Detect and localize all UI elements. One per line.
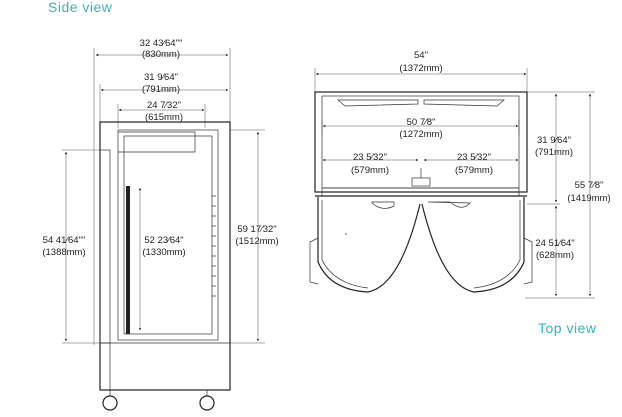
shelf-brackets: [212, 195, 216, 297]
side-view: 32 43⁄64"" (830mm) 31 9⁄64" (791mm) 24 7…: [42, 38, 279, 411]
side-inner-height-mm: (1330mm): [142, 247, 185, 258]
side-body-depth-in: 31 9⁄64": [144, 72, 178, 83]
top-inner-width-in: 50 7⁄8": [407, 117, 436, 128]
side-overall-depth-mm: (830mm): [142, 49, 180, 60]
top-view-title: Top view: [538, 320, 597, 336]
side-door-height-in: 54 41⁄64"": [43, 235, 86, 246]
top-overall-depth-in: 55 7⁄8": [575, 180, 604, 191]
side-inner-depth-mm: (615mm): [145, 112, 183, 123]
top-door-swing-mm: (628mm): [536, 250, 574, 261]
side-overall-depth-in: 32 43⁄64"": [140, 38, 183, 49]
top-left-opening-mm: (579mm): [351, 165, 389, 176]
side-view-title: Side view: [48, 0, 113, 15]
side-body-height-in: 59 17⁄32": [237, 224, 276, 235]
top-overall-width-mm: (1372mm): [399, 63, 442, 74]
top-inner-width-mm: (1272mm): [399, 129, 442, 140]
top-body-depth-in: 31 9⁄64": [537, 135, 571, 146]
top-left-opening-in: 23 5⁄32": [353, 152, 387, 163]
caster-left: [102, 390, 118, 411]
top-view: 54" (1372mm) 50 7⁄8" (1272mm) 23 5⁄32" (…: [309, 50, 611, 299]
side-door-height-mm: (1388mm): [42, 247, 85, 258]
side-body-depth-mm: (791mm): [142, 84, 180, 95]
top-overall-width-in: 54": [414, 50, 428, 61]
side-inner-height-in: 52 23⁄64": [144, 235, 183, 246]
top-body-depth-mm: (791mm): [535, 147, 573, 158]
top-right-opening-in: 23 5⁄32": [457, 152, 491, 163]
top-overall-depth-mm: (1419mm): [567, 193, 610, 204]
top-right-opening-mm: (579mm): [455, 165, 493, 176]
side-inner-depth-in: 24 7⁄32": [147, 100, 181, 111]
side-body-height-mm: (1512mm): [235, 236, 278, 247]
top-door-swing-in: 24 51⁄64": [535, 238, 574, 249]
caster-right: [199, 390, 215, 411]
